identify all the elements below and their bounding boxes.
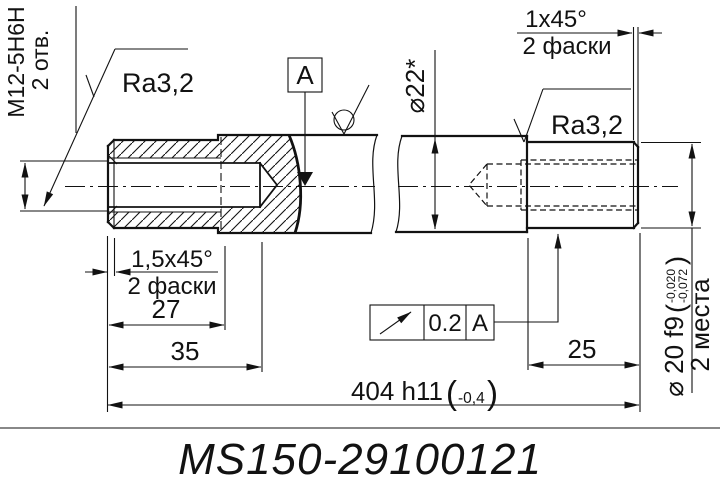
runout-datum: A: [472, 310, 488, 337]
dim-25: 25: [527, 238, 640, 370]
dim-dia22: ⌀22*: [400, 50, 439, 230]
roughness-left: Ra3,2: [85, 48, 194, 98]
chamfer-right-callout: 1x45° 2 фаски: [517, 6, 662, 146]
datum-triangle: [297, 172, 313, 186]
hidden-thread-right: [468, 159, 637, 211]
dia22-label: ⌀22*: [400, 59, 430, 114]
dim-404-tol: -0,4: [458, 390, 485, 407]
datum-label: A: [296, 60, 314, 90]
dim-dia20: ⌀ 20 f9 ( -0,020 -0,072 ) 2 места: [641, 141, 715, 397]
dim-404-value: 404 h11: [351, 376, 443, 406]
part-number-title: MS150-29100121: [178, 435, 542, 484]
dim-27-value: 27: [152, 294, 181, 324]
chamfer-left-size: 1,5x45°: [131, 246, 213, 273]
dia20-tol-upper: -0,020: [664, 269, 678, 303]
dia20-label: ⌀ 20 f9: [659, 316, 689, 397]
dim-404: 404 h11 ( -0,4 ): [106, 233, 641, 412]
chamfer-right-size: 1x45°: [525, 6, 587, 33]
datum-a-flag: A: [287, 57, 323, 186]
dim-404-paren-close: ): [487, 374, 498, 411]
roughness-right: Ra3,2: [513, 88, 631, 143]
no-machining-symbol: [331, 84, 370, 135]
dia20-paren-close: ): [661, 256, 691, 265]
runout-value: 0.2: [428, 310, 461, 337]
thread-size-label: M12-5H6H: [3, 6, 29, 117]
dia20-tol-lower: -0,072: [676, 269, 690, 303]
roughness-left-label: Ra3,2: [122, 68, 194, 98]
chamfer-left-callout: 1,5x45° 2 фаски: [85, 238, 218, 300]
chamfer-left-count: 2 фаски: [127, 273, 216, 300]
dim-35-value: 35: [171, 336, 200, 366]
shaft-right: [394, 134, 640, 234]
thread-count-label: 2 отв.: [27, 30, 53, 91]
dim-27: 27: [108, 246, 226, 330]
runout-frame: 0.2 A: [369, 233, 562, 341]
dia20-paren-open: (: [661, 304, 691, 313]
thread-callout-m12: M12-5H6H 2 отв.: [3, 6, 116, 212]
section-hatching: [108, 135, 301, 233]
shaft-left-section: [106, 133, 379, 235]
dim-35: 35: [108, 242, 263, 372]
dia20-places-note: 2 места: [685, 278, 715, 372]
dim-404-paren-open: (: [446, 374, 457, 411]
runout-symbol-icon: [379, 311, 412, 335]
chamfer-right-count: 2 фаски: [522, 33, 611, 60]
dim-25-value: 25: [568, 334, 597, 364]
roughness-right-label: Ra3,2: [551, 110, 623, 140]
